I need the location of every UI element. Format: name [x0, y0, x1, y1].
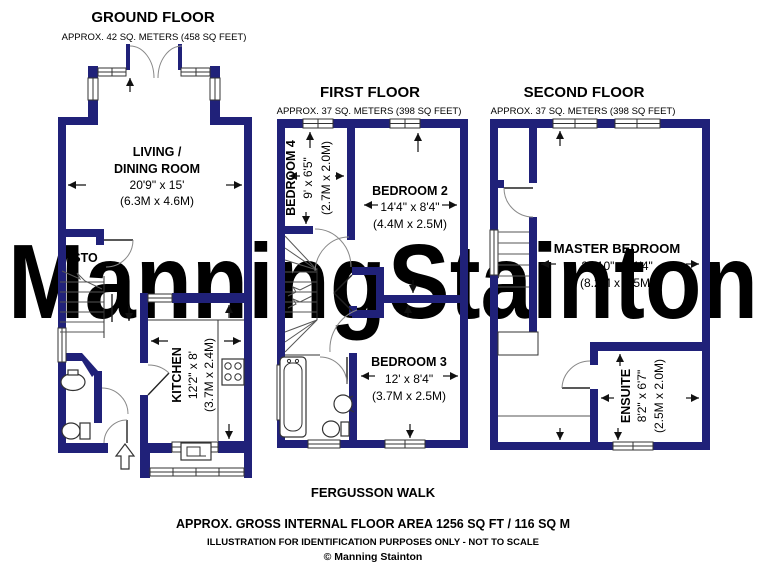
first-floor-title: FIRST FLOOR	[320, 84, 420, 101]
copyright-text: © Manning Stainton	[324, 551, 423, 563]
kitchen-sink	[180, 442, 212, 461]
kitchen-counter	[148, 319, 244, 441]
entrance-arrow	[114, 443, 136, 470]
ground-floor-plan: GROUND FLOOR APPROX. 42 SQ. METERS (458 …	[57, 9, 252, 478]
second-floor-windows	[489, 118, 661, 451]
bedroom4-label: BEDROOM 4	[284, 140, 298, 216]
kitchen-size-ft: 12'2" x 8'	[186, 351, 200, 399]
ground-floor-stairs	[60, 270, 113, 338]
second-floor-doors	[503, 187, 591, 389]
kitchen-label: KITCHEN	[170, 347, 184, 403]
living-room-size-ft: 20'9" x 15'	[130, 178, 185, 192]
bathroom-toilet	[321, 420, 350, 438]
bedroom2-size-ft: 14'4" x 8'4"	[380, 200, 439, 214]
bedroom3-size-m: (3.7M x 2.5M)	[372, 389, 446, 403]
ensuite-label: ENSUITE	[619, 369, 633, 423]
bathroom-basin	[333, 394, 355, 414]
bedroom3-size-ft: 12' x 8'4"	[385, 372, 433, 386]
store-label: STO	[72, 251, 98, 265]
ensuite-size-ft: 8'2" x 6'7"	[635, 370, 649, 422]
second-floor-stairs	[497, 231, 590, 417]
second-floor-title: SECOND FLOOR	[524, 84, 645, 101]
ground-floor-title: GROUND FLOOR	[91, 9, 214, 26]
first-floor-plan: FIRST FLOOR APPROX. 37 SQ. METERS (398 S…	[276, 84, 468, 449]
master-bedroom-label: MASTER BEDROOM	[554, 241, 680, 256]
first-floor-stairs	[284, 235, 320, 356]
ground-floor-walls	[58, 44, 252, 478]
master-bedroom-size-m: (8.2M x 3.5M)	[580, 276, 654, 290]
second-floor-dim-arrows	[541, 131, 699, 440]
kitchen-size-m: (3.7M x 2.4M)	[202, 338, 216, 412]
footer: FERGUSSON WALK APPROX. GROSS INTERNAL FL…	[176, 485, 570, 563]
living-room-size-m: (6.3M x 4.6M)	[120, 194, 194, 208]
ground-floor-doors	[101, 239, 170, 444]
bedroom4-size-ft: 9' x 6'5"	[301, 157, 315, 199]
gross-area-text: APPROX. GROSS INTERNAL FLOOR AREA 1256 S…	[176, 517, 570, 531]
first-floor-dim-arrows	[289, 132, 458, 438]
ground-floor-dim-arrows	[68, 78, 242, 439]
ground-floor-area: APPROX. 42 SQ. METERS (458 SQ FEET)	[62, 32, 247, 43]
second-floor-plan: SECOND FLOOR APPROX. 37 SQ. METERS (398 …	[489, 84, 710, 451]
brand-watermark: Manning Stainton	[8, 223, 758, 341]
wc-basin	[60, 369, 86, 392]
living-room-label-2: DINING ROOM	[114, 162, 200, 176]
street-name: FERGUSSON WALK	[311, 485, 436, 500]
living-room-label-1: LIVING /	[133, 145, 182, 159]
bathroom-bath	[279, 356, 307, 438]
bedroom4-size-m: (2.7M x 2.0M)	[319, 141, 333, 215]
ensuite-size-m: (2.5M x 2.0M)	[652, 359, 666, 433]
second-floor-walls	[490, 119, 710, 450]
bedroom2-size-m: (4.4M x 2.5M)	[373, 217, 447, 231]
bedroom2-label: BEDROOM 2	[372, 184, 448, 198]
kitchen-hob	[221, 358, 245, 386]
french-doors	[129, 45, 183, 79]
disclaimer-text: ILLUSTRATION FOR IDENTIFICATION PURPOSES…	[207, 537, 539, 548]
first-floor-doors	[314, 228, 358, 385]
watermark-stainton: Stainton	[388, 223, 758, 341]
master-bedroom-size-ft: 26'10" x 11'4"	[581, 259, 653, 273]
first-floor-area: APPROX. 37 SQ. METERS (398 SQ FEET)	[277, 106, 462, 117]
second-floor-area: APPROX. 37 SQ. METERS (398 SQ FEET)	[491, 106, 676, 117]
bedroom3-label: BEDROOM 3	[371, 355, 447, 369]
wc-toilet	[61, 422, 91, 440]
